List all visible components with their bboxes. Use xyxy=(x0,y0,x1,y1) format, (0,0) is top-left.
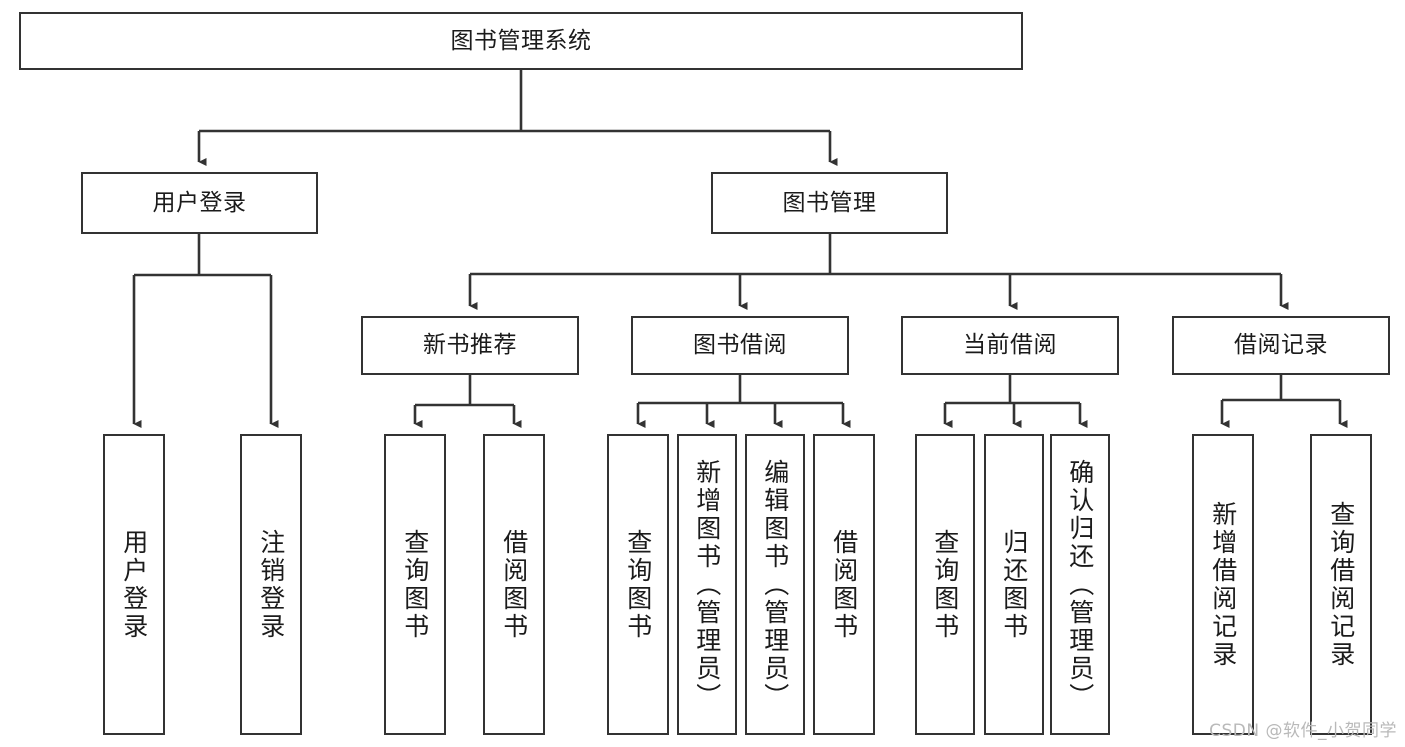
node-leaf-query-book-2[interactable]: 查询图书 xyxy=(607,434,669,735)
node-leaf-logout-login[interactable]: 注销登录 xyxy=(240,434,302,735)
node-leaf-query-record-label: 查询借阅记录 xyxy=(1326,500,1356,669)
node-leaf-borrow-book-1[interactable]: 借阅图书 xyxy=(483,434,545,735)
node-new-book-recommend-label: 新书推荐 xyxy=(423,332,517,359)
node-leaf-confirm-return[interactable]: 确认归还（管理员） xyxy=(1050,434,1110,735)
node-leaf-return-book[interactable]: 归还图书 xyxy=(984,434,1044,735)
node-leaf-return-book-label: 归还图书 xyxy=(999,528,1029,641)
node-leaf-query-book-3[interactable]: 查询图书 xyxy=(915,434,975,735)
node-book-borrow-label: 图书借阅 xyxy=(693,332,787,359)
node-leaf-edit-book-label: 编辑图书（管理员） xyxy=(760,458,790,711)
node-leaf-add-record-label: 新增借阅记录 xyxy=(1208,500,1238,669)
node-root[interactable]: 图书管理系统 xyxy=(19,12,1023,70)
node-leaf-edit-book[interactable]: 编辑图书（管理员） xyxy=(745,434,805,735)
node-leaf-add-book[interactable]: 新增图书（管理员） xyxy=(677,434,737,735)
node-user-login[interactable]: 用户登录 xyxy=(81,172,318,234)
node-book-borrow[interactable]: 图书借阅 xyxy=(631,316,849,375)
node-leaf-borrow-book-1-label: 借阅图书 xyxy=(499,528,529,641)
node-borrow-record-label: 借阅记录 xyxy=(1234,332,1328,359)
node-leaf-add-book-label: 新增图书（管理员） xyxy=(692,458,722,711)
node-leaf-borrow-book-2-label: 借阅图书 xyxy=(829,528,859,641)
node-leaf-query-book-1-label: 查询图书 xyxy=(400,528,430,641)
node-user-login-label: 用户登录 xyxy=(152,189,247,216)
node-root-label: 图书管理系统 xyxy=(450,27,592,54)
node-leaf-query-book-2-label: 查询图书 xyxy=(623,528,653,641)
node-borrow-record[interactable]: 借阅记录 xyxy=(1172,316,1390,375)
node-leaf-query-record[interactable]: 查询借阅记录 xyxy=(1310,434,1372,735)
node-book-manage-label: 图书管理 xyxy=(782,189,877,216)
node-leaf-add-record[interactable]: 新增借阅记录 xyxy=(1192,434,1254,735)
node-leaf-confirm-return-label: 确认归还（管理员） xyxy=(1065,458,1095,711)
node-leaf-query-book-3-label: 查询图书 xyxy=(930,528,960,641)
node-current-borrow-label: 当前借阅 xyxy=(963,332,1057,359)
node-leaf-query-book-1[interactable]: 查询图书 xyxy=(384,434,446,735)
node-leaf-borrow-book-2[interactable]: 借阅图书 xyxy=(813,434,875,735)
node-current-borrow[interactable]: 当前借阅 xyxy=(901,316,1119,375)
node-book-manage[interactable]: 图书管理 xyxy=(711,172,948,234)
node-leaf-user-login[interactable]: 用户登录 xyxy=(103,434,165,735)
node-leaf-user-login-label: 用户登录 xyxy=(119,528,149,641)
node-new-book-recommend[interactable]: 新书推荐 xyxy=(361,316,579,375)
node-leaf-logout-login-label: 注销登录 xyxy=(256,528,286,641)
